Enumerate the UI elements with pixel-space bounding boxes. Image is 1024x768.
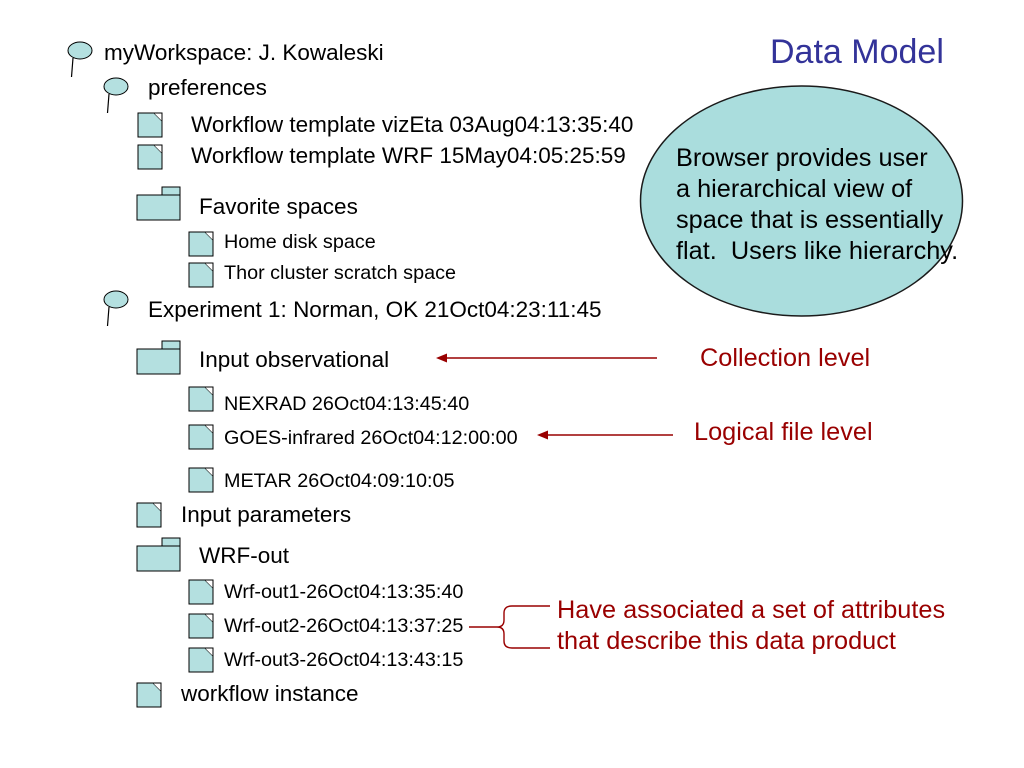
logical-file-level-label: Logical file level (694, 418, 873, 446)
preferences-label: preferences (148, 75, 267, 100)
page-body (137, 144, 163, 170)
favorite-spaces-label: Favorite spaces (199, 194, 358, 219)
observation-file-label: NEXRAD 26Oct04:13:45:40 (224, 393, 470, 415)
page-corner (154, 112, 163, 121)
folder-body (136, 545, 181, 572)
page-corner (205, 386, 214, 395)
collection-level-label: Collection level (700, 344, 871, 372)
logical-file-arrowhead (537, 430, 548, 440)
folder-body (136, 194, 181, 221)
wrf-out-file-label: Wrf-out1-26Oct04:13:35:40 (224, 581, 464, 603)
pin-head (103, 77, 129, 96)
attributes-note-line: Have associated a set of attributes (557, 596, 946, 624)
folder-tab (161, 186, 181, 196)
observation-file-label: METAR 26Oct04:09:10:05 (224, 470, 455, 492)
brace-curve (496, 605, 550, 649)
page-body (188, 424, 214, 450)
folder-body (136, 348, 181, 375)
document-icon (188, 231, 214, 257)
callout-line: a hierarchical view of (676, 175, 913, 203)
attributes-note-line: that describe this data product (557, 627, 896, 655)
page-corner (205, 613, 214, 622)
pin-stem (70, 57, 74, 78)
page-body (188, 467, 214, 493)
page-corner (205, 262, 214, 271)
page-corner (205, 467, 214, 476)
folder-icon (136, 537, 181, 572)
page-body (188, 647, 214, 673)
pin-head (67, 41, 93, 60)
document-icon (188, 262, 214, 288)
pin-stem (106, 93, 110, 114)
pin-head (103, 290, 129, 309)
page-corner (205, 579, 214, 588)
document-icon (137, 144, 163, 170)
callout-text: Browser provides user a hierarchical vie… (676, 143, 958, 267)
callout-line: flat. Users like hierarchy. (676, 237, 959, 265)
folder-icon (136, 186, 181, 221)
callout-line: space that is essentially (676, 206, 944, 234)
attributes-brace (469, 605, 550, 649)
observation-file-label: GOES-infrared 26Oct04:12:00:00 (224, 427, 518, 449)
pin-stem (106, 306, 110, 327)
page-body (188, 262, 214, 288)
wrf-out-label: WRF-out (199, 543, 289, 568)
slide-title: Data Model (770, 33, 944, 71)
page-corner (205, 424, 214, 433)
space-label: Thor cluster scratch space (224, 262, 456, 284)
input-observational-label: Input observational (199, 347, 390, 372)
space-label: Home disk space (224, 231, 376, 253)
document-icon (188, 386, 214, 412)
page-body (188, 613, 214, 639)
page-corner (153, 502, 162, 511)
folder-tab (161, 537, 181, 547)
page-body (136, 682, 162, 708)
document-icon (188, 579, 214, 605)
document-icon (136, 502, 162, 528)
pin-icon (67, 41, 93, 78)
folder-tab (161, 340, 181, 350)
pin-icon (103, 77, 129, 114)
page-body (137, 112, 163, 138)
collection-arrowhead (436, 353, 447, 363)
document-icon (188, 424, 214, 450)
workflow-instance-label: workflow instance (181, 681, 359, 706)
page-body (188, 231, 214, 257)
page-body (136, 502, 162, 528)
wrf-out-file-label: Wrf-out3-26Oct04:13:43:15 (224, 649, 464, 671)
page-body (188, 386, 214, 412)
page-corner (154, 144, 163, 153)
workflow-template-label: Workflow template WRF 15May04:05:25:59 (191, 143, 626, 168)
folder-icon (136, 340, 181, 375)
document-icon (188, 467, 214, 493)
document-icon (188, 613, 214, 639)
page-corner (205, 647, 214, 656)
collection-level-arrow (436, 353, 657, 363)
callout-line: Browser provides user (676, 144, 928, 172)
callout-ellipse (639, 85, 964, 317)
page-corner (205, 231, 214, 240)
experiment-label: Experiment 1: Norman, OK 21Oct04:23:11:4… (148, 297, 602, 322)
wrf-out-file-label: Wrf-out2-26Oct04:13:37:25 (224, 615, 464, 637)
pin-icon (103, 290, 129, 327)
input-parameters-label: Input parameters (181, 502, 352, 527)
document-icon (188, 647, 214, 673)
workflow-template-label: Workflow template vizEta 03Aug04:13:35:4… (191, 112, 634, 137)
page-corner (153, 682, 162, 691)
workspace-label: myWorkspace: J. Kowaleski (104, 40, 384, 65)
document-icon (136, 682, 162, 708)
logical-file-level-arrow (537, 430, 673, 440)
document-icon (137, 112, 163, 138)
page-body (188, 579, 214, 605)
